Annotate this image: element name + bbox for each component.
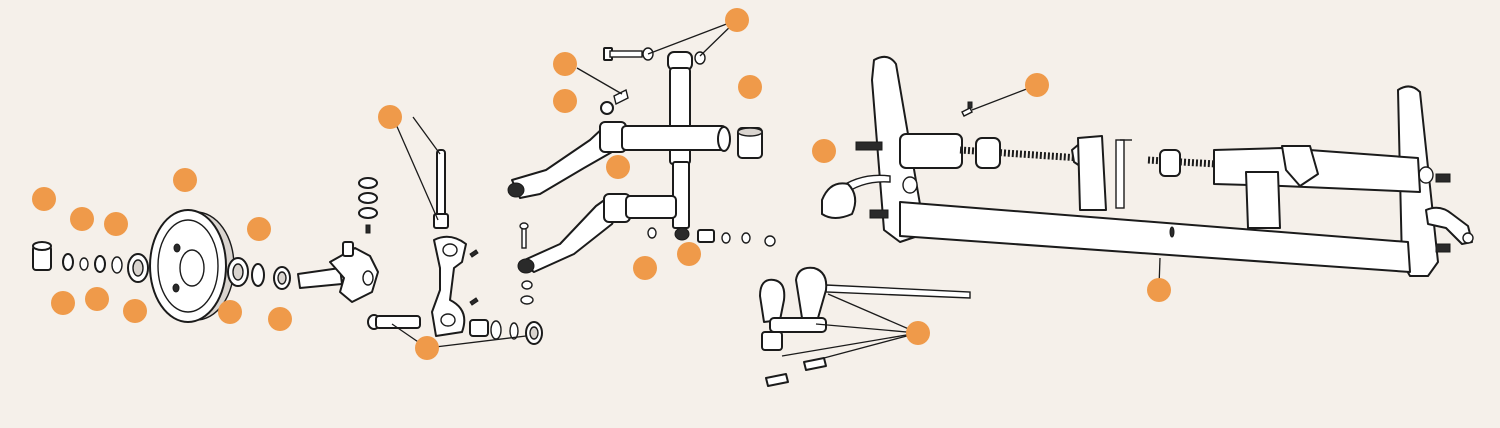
callout-dot [173,168,197,192]
callouts [32,8,1171,360]
grease-seal [251,263,265,287]
adjuster-brackets [1077,135,1319,229]
callout-dot [123,299,147,323]
lower-pin [367,314,421,330]
callout-dot [104,212,128,236]
grease-nipples [469,249,479,306]
upper-torsion-tube [899,133,1421,193]
callout-dot [1025,73,1049,97]
callout-dot [906,321,930,345]
callout-dot [70,207,94,231]
spacer-ring [111,256,123,274]
callout-dot [51,291,75,315]
callout-dot [32,187,56,211]
stud-ends [855,141,1451,253]
torsion-rod [825,284,971,299]
dust-cap [32,241,52,271]
shock-mount-washers [520,227,776,305]
callout-dot [812,139,836,163]
bearing-race [273,266,291,290]
callout-dot [677,242,701,266]
left-side-plate [871,55,923,243]
callout-dot [378,105,402,129]
callout-dot [606,155,630,179]
clamp-group [759,266,971,387]
callout-dot [553,89,577,113]
outer-bearing [127,253,149,283]
adjuster-screw [600,88,629,115]
callout-dot [725,8,749,32]
lower-torsion-tube [899,201,1411,273]
thrust-washer [94,255,106,273]
front-beam-group [821,55,1474,277]
kingpin-group [358,149,543,345]
upper-arm [507,121,731,199]
inner-bearing [227,257,249,287]
brake-drum [149,209,235,323]
clamp-pair [759,266,828,351]
trunnion-link [431,235,467,337]
trunnion-bush-set [469,319,543,345]
callout-dot [633,256,657,280]
wedge-blocks [765,357,827,387]
callout-dot [85,287,109,311]
stub-axle [297,241,379,303]
castle-nut [62,253,74,271]
bump-stop [821,174,891,219]
wheel-hub-group [32,209,379,323]
callout-dot [738,75,762,99]
kingpin [433,149,449,229]
upper-bush-stack [358,177,378,234]
steering-arm-stub [1425,206,1474,245]
callout-dot [553,52,577,76]
needle-bearing [737,127,763,159]
lock-washer [79,257,89,271]
callout-dot [247,217,271,241]
callout-dot [218,300,242,324]
shock-absorber-group [507,47,776,305]
callout-dot [1147,278,1171,302]
callout-dot [415,336,439,360]
grease-fitting [961,101,973,117]
lower-arm [517,193,677,274]
callout-dot [268,307,292,331]
